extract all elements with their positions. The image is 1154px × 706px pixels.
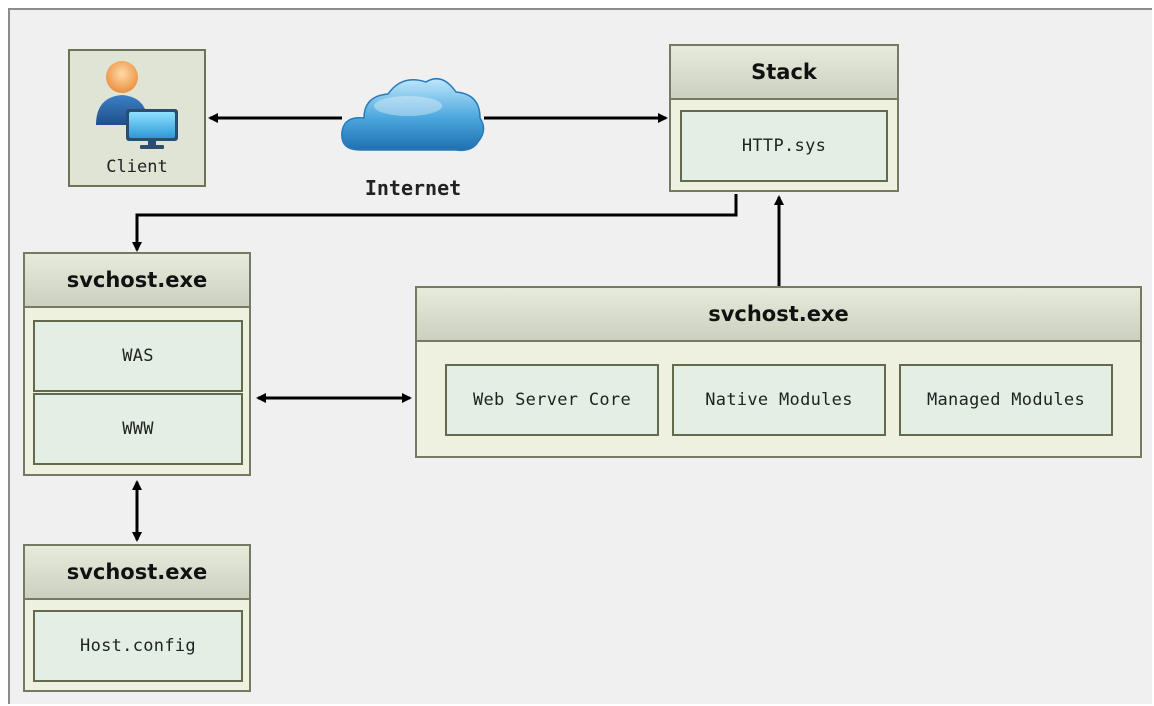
managed-modules-component: Managed Modules [899,364,1113,436]
web-server-core-component: Web Server Core [445,364,659,436]
www-component: WWW [33,393,243,465]
http-sys-component: HTTP.sys [680,110,888,182]
cloud-icon [341,77,485,152]
native-modules-component: Native Modules [672,364,886,436]
svchost-config-box: svchost.exe Host.config [23,544,251,692]
was-component: WAS [33,320,243,392]
host-config-component: Host.config [33,610,243,682]
client-box: Client [68,49,206,187]
svchost-was-box: svchost.exe WAS WWW [23,252,251,476]
stack-title: Stack [671,46,897,100]
svchost-was-title: svchost.exe [25,254,249,308]
client-label: Client [106,157,168,177]
svchost-core-title: svchost.exe [417,288,1140,342]
svchost-core-box: svchost.exe Web Server Core Native Modul… [415,286,1142,458]
internet-label: Internet [364,176,462,200]
svchost-config-title: svchost.exe [25,546,249,600]
user-computer-icon [96,61,178,149]
stack-to-was-arrow [132,194,738,252]
stack-box: Stack HTTP.sys [669,44,899,192]
